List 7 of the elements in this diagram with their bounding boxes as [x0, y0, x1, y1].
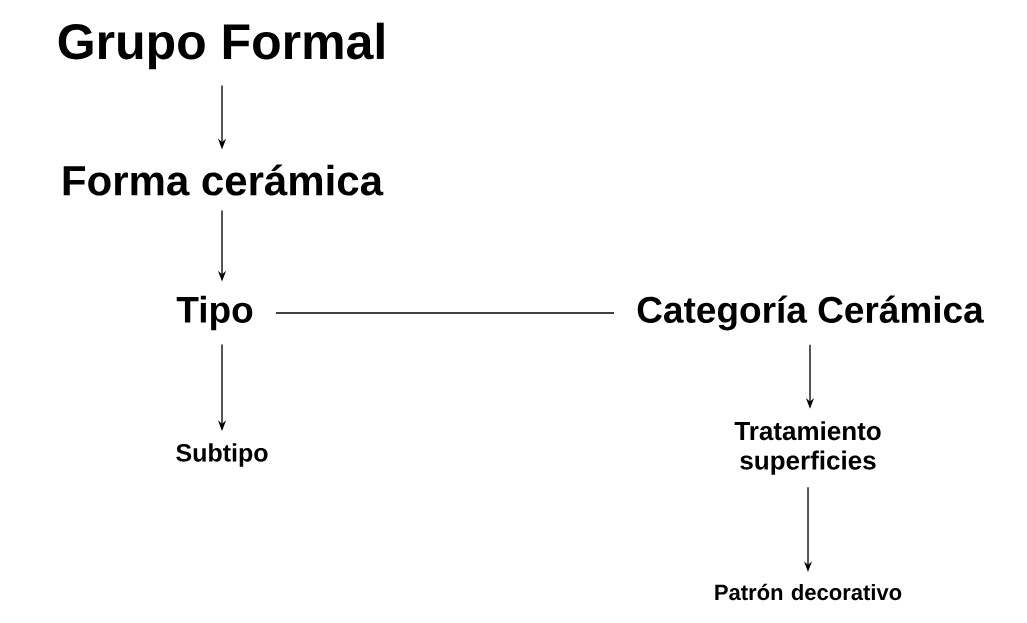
node-text: Tratamiento superficies: [734, 421, 881, 475]
node-text: Subtipo: [176, 443, 268, 467]
node-text: Patrón decorativo: [715, 583, 902, 601]
node-text: Tipo: [176, 295, 253, 331]
node-text: Grupo Formal: [58, 22, 384, 70]
node-text: Forma cerámica: [63, 164, 384, 196]
node-text: Categoría Cerámica: [637, 295, 984, 331]
